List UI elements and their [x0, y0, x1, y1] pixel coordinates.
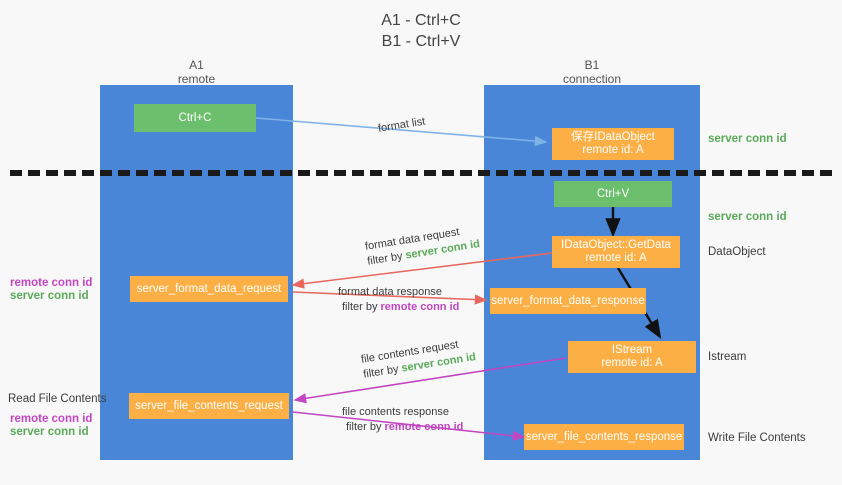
filter-prefix: filter by: [342, 301, 381, 313]
title-line-1: A1 - Ctrl+C: [381, 12, 461, 29]
annotation-format-list-text: format list: [377, 115, 427, 135]
box-idataobject-getdata[interactable]: IDataObject::GetData remote id: A: [552, 236, 680, 268]
filter-prefix: filter by: [346, 421, 385, 433]
label-left-server-conn-id-1: server conn id: [10, 290, 89, 302]
annotation-format-data-response-filter: filter by remote conn id: [338, 300, 459, 315]
box-server-file-contents-response[interactable]: server_file_contents_response: [524, 424, 684, 450]
box-server-format-data-request[interactable]: server_format_data_request: [130, 276, 288, 302]
filter-value-remote-conn-id: remote conn id: [384, 421, 464, 433]
label-left-remote-conn-id-2: remote conn id: [10, 413, 93, 425]
annotation-format-list: format list: [377, 115, 426, 137]
box-ctrl-c-label: Ctrl+C: [178, 111, 212, 124]
label-server-conn-id-mid: server conn id: [708, 211, 787, 223]
lane-a1-name: A1: [189, 58, 204, 72]
box-ctrl-c[interactable]: Ctrl+C: [134, 104, 256, 132]
title-line-2: B1 - Ctrl+V: [381, 33, 461, 50]
box-getdata-line2: remote id: A: [585, 252, 647, 264]
filter-value-remote-conn-id: remote conn id: [380, 301, 460, 313]
box-istream-line2: remote id: A: [601, 357, 663, 369]
box-server-format-data-request-label: server_format_data_request: [136, 282, 282, 295]
annotation-format-data-request: format data request filter by server con…: [364, 222, 481, 269]
box-server-file-contents-request-label: server_file_contents_request: [135, 399, 283, 412]
label-write-file-contents: Write File Contents: [708, 432, 806, 444]
diagram-title: A1 - Ctrl+C B1 - Ctrl+V: [0, 10, 842, 52]
lane-b1-name: B1: [584, 58, 600, 72]
phase-divider: [10, 170, 832, 176]
box-server-file-contents-request[interactable]: server_file_contents_request: [129, 393, 289, 419]
box-server-file-contents-response-label: server_file_contents_response: [525, 430, 683, 443]
box-ctrl-v-label: Ctrl+V: [596, 187, 630, 200]
lane-a1-sub: remote: [177, 72, 216, 86]
box-server-format-data-response-label: server_format_data_response: [491, 294, 645, 307]
label-dataobject: DataObject: [708, 246, 766, 258]
label-istream: Istream: [708, 351, 747, 363]
box-save-dataobject[interactable]: 保存IDataObject remote id: A: [552, 128, 674, 160]
box-ctrl-v[interactable]: Ctrl+V: [554, 181, 672, 207]
label-server-conn-id-top: server conn id: [708, 133, 787, 145]
annotation-file-contents-request: file contents request filter by server c…: [360, 335, 477, 382]
annotation-file-contents-response-line1: file contents response: [342, 406, 450, 418]
label-read-file-contents: Read File Contents: [8, 393, 107, 405]
annotation-file-contents-response: file contents response filter by remote …: [342, 405, 463, 435]
label-left-server-conn-id-2: server conn id: [10, 426, 89, 438]
lane-header-b1: B1 connection: [484, 58, 700, 86]
box-server-format-data-response[interactable]: server_format_data_response: [490, 288, 646, 314]
annotation-file-contents-response-filter: filter by remote conn id: [342, 420, 463, 435]
annotation-format-data-response: format data response filter by remote co…: [338, 285, 459, 315]
box-istream[interactable]: IStream remote id: A: [568, 341, 696, 373]
box-save-dataobject-line2: remote id: A: [582, 144, 644, 156]
box-save-dataobject-line1: 保存IDataObject: [571, 131, 655, 143]
box-istream-line1: IStream: [611, 344, 653, 356]
box-getdata-line1: IDataObject::GetData: [561, 239, 671, 251]
lane-b1-sub: connection: [562, 72, 622, 86]
label-left-remote-conn-id-1: remote conn id: [10, 277, 93, 289]
annotation-format-data-response-line1: format data response: [338, 286, 442, 298]
lane-header-a1: A1 remote: [100, 58, 293, 86]
